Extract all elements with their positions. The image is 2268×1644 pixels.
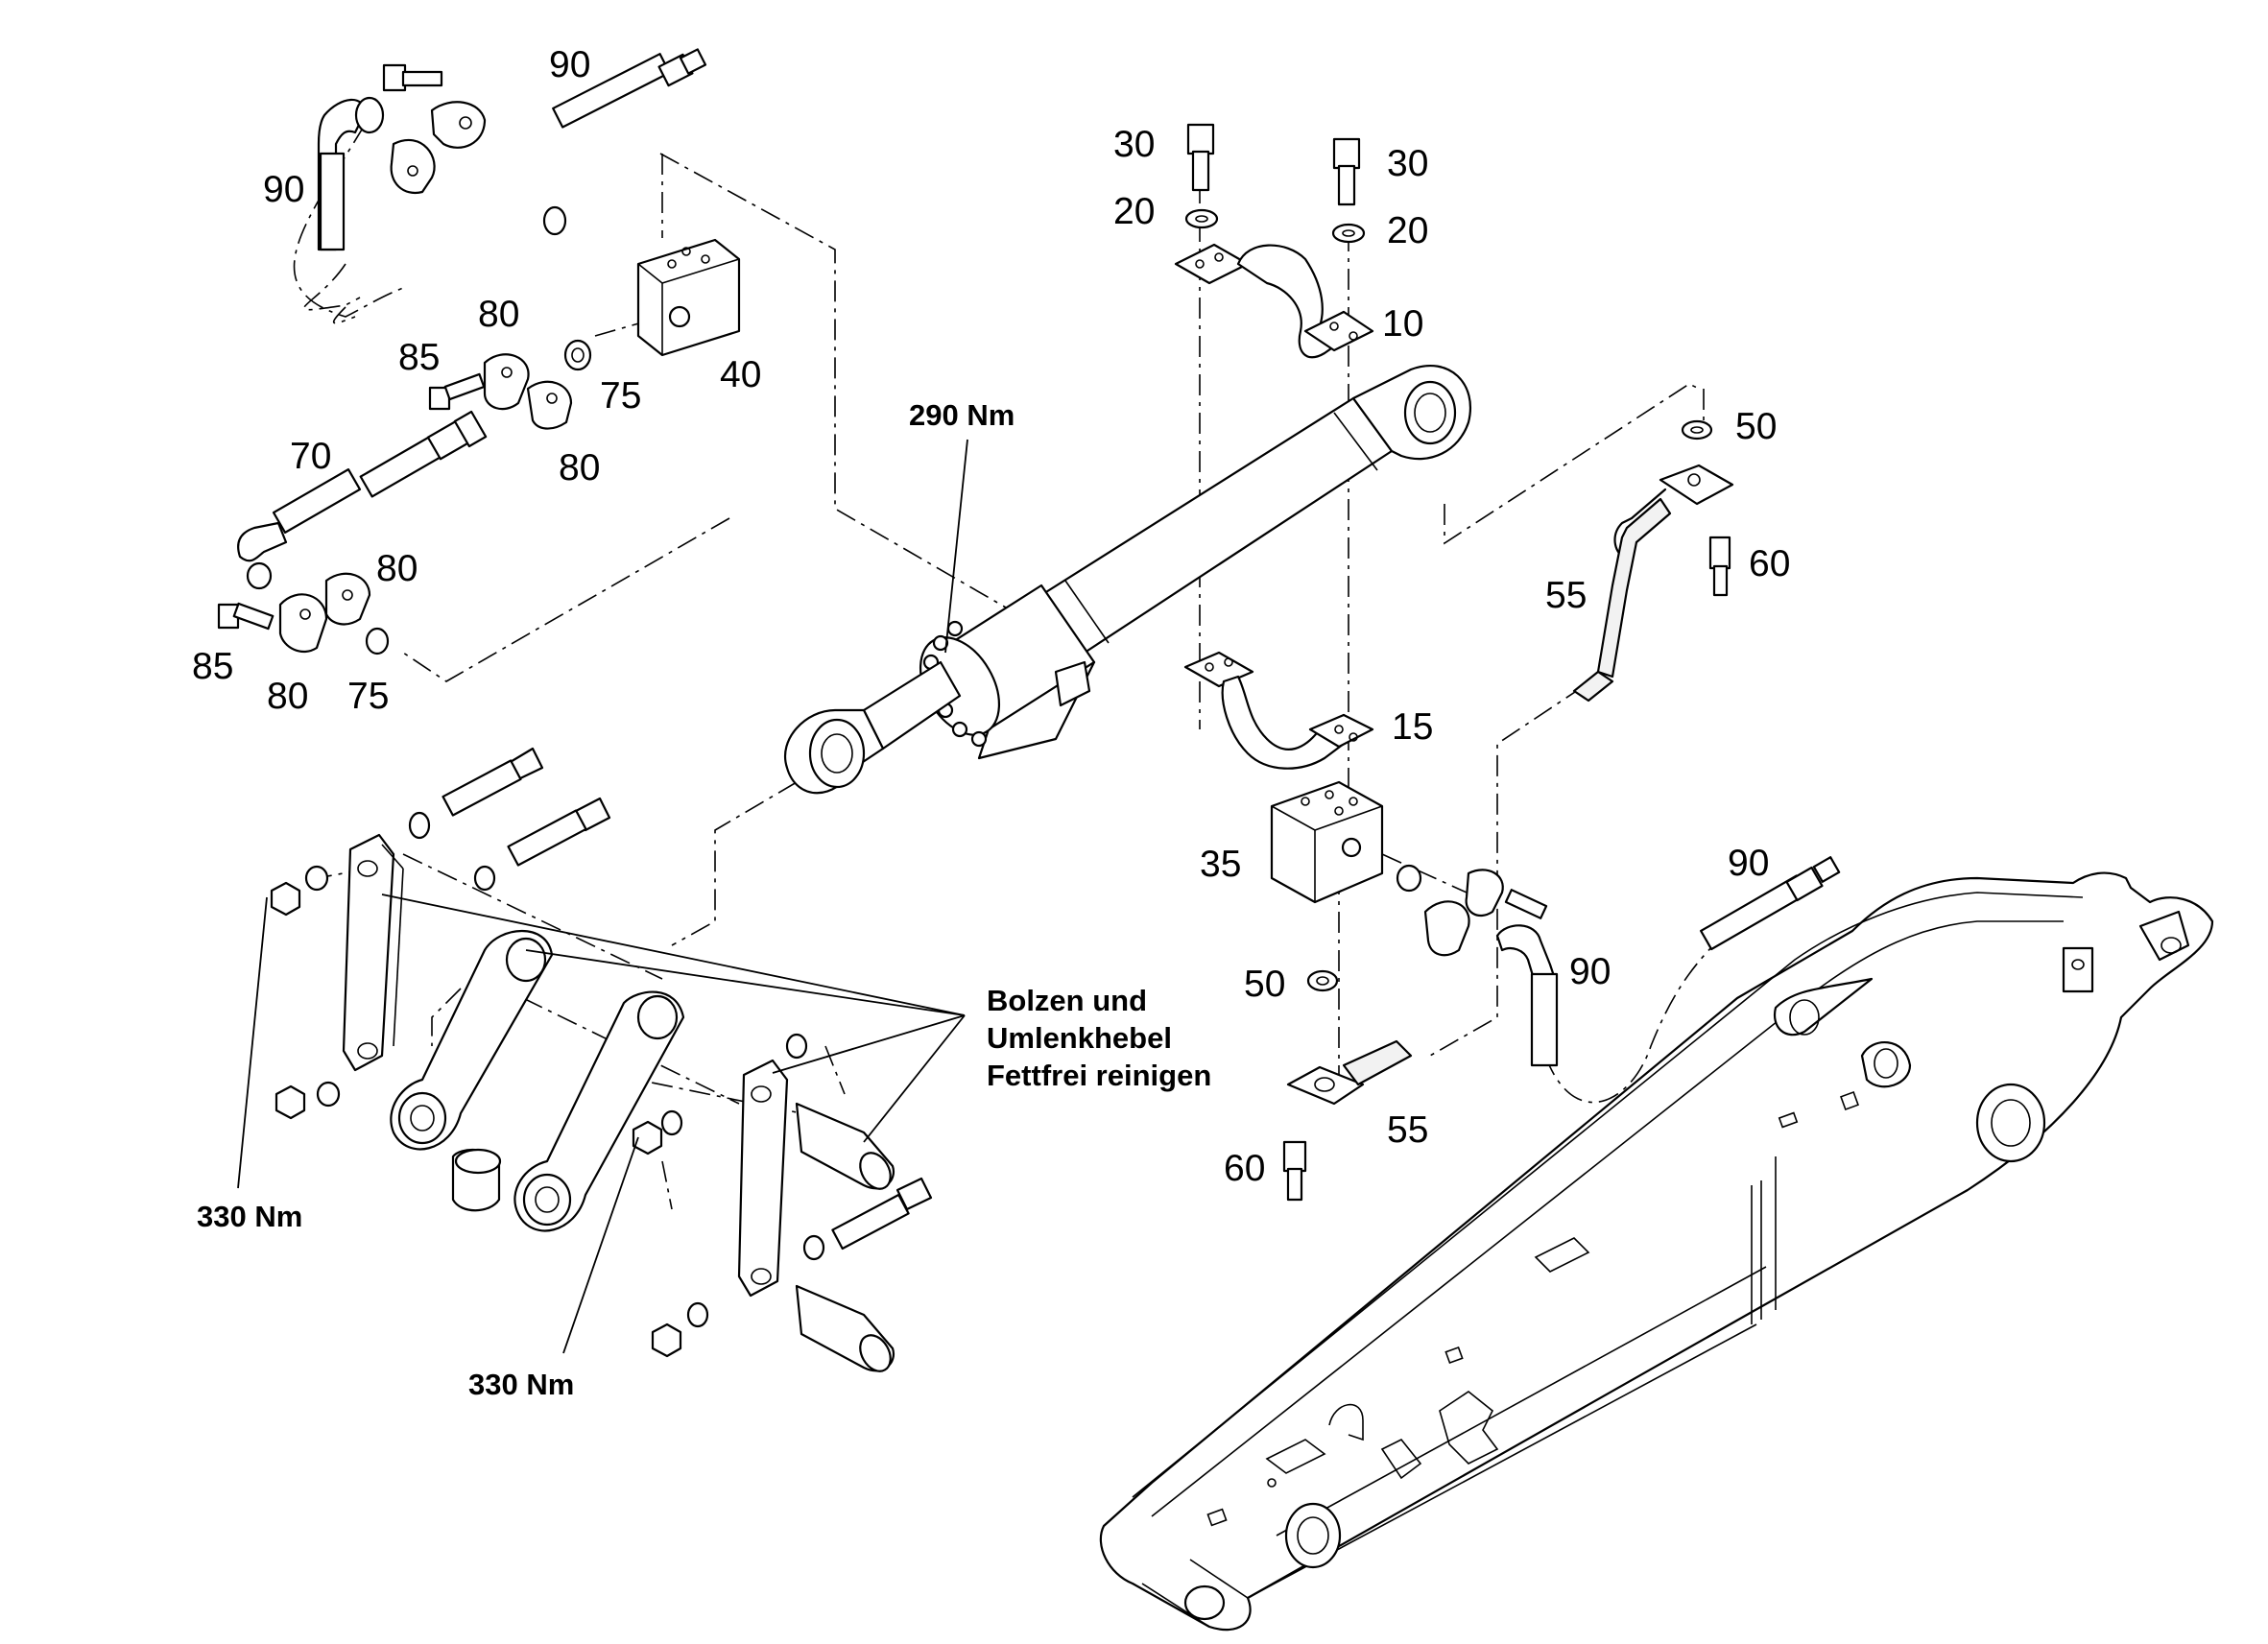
washers-upper-left (304, 811, 496, 1108)
torque-leaders (237, 439, 968, 1354)
split-flange-right (1423, 869, 1548, 957)
label-10: 10 (1382, 303, 1423, 345)
label-85-b: 85 (192, 646, 233, 687)
washer-20-right (1331, 223, 1366, 244)
part-number-labels: 90 90 30 30 20 20 10 80 85 75 40 80 70 8… (192, 44, 1790, 1189)
label-60-top: 60 (1749, 543, 1790, 584)
hose-90-right-elbow (1495, 924, 1559, 1067)
label-80-d: 80 (267, 676, 308, 717)
rocker-lever-2 (513, 990, 685, 1232)
washer-20-left (1184, 208, 1219, 229)
bolt-60-top (1708, 536, 1731, 597)
hose-90-left-elbow (317, 96, 385, 251)
split-flange-80-bottom (278, 572, 371, 654)
torque-labels: 290 Nm 330 Nm 330 Nm (197, 398, 1015, 1401)
label-55-top: 55 (1545, 575, 1587, 616)
split-flange-80-mid (483, 353, 573, 430)
pipe-55-top (1572, 464, 1734, 703)
pin-upper (795, 1102, 895, 1190)
label-40: 40 (720, 354, 761, 395)
label-90-left: 90 (263, 169, 304, 210)
washer-50-bottom (1306, 969, 1339, 992)
washer-50-top (1681, 419, 1713, 441)
label-90-top: 90 (549, 44, 590, 85)
bushing (451, 1148, 502, 1212)
label-50-top: 50 (1735, 406, 1777, 447)
note-line-3: Fettfrei reinigen (987, 1059, 1211, 1092)
rocker-lever-1 (390, 930, 554, 1151)
label-75-a: 75 (600, 375, 641, 417)
oring-75-bottom (365, 627, 390, 655)
bolt-85-bottom (217, 602, 275, 631)
label-85-a: 85 (398, 337, 440, 378)
note-line-2: Umlenkhebel (987, 1021, 1172, 1055)
label-90-right-b: 90 (1569, 951, 1611, 992)
hose-90-right-straight (1700, 856, 1841, 951)
label-55-bottom: 55 (1387, 1109, 1428, 1151)
label-70: 70 (290, 436, 331, 477)
bolt-85-top (382, 63, 443, 92)
oring-75-top (542, 205, 567, 236)
hose-90-top (552, 48, 707, 129)
oring-right-block (1396, 864, 1422, 893)
bolt-30-right (1332, 137, 1361, 206)
link-plate-left (342, 833, 404, 1072)
bolt-60-bottom (1282, 1140, 1307, 1202)
label-30-left: 30 (1113, 124, 1155, 165)
nut-lower (632, 1120, 682, 1358)
label-80-a: 80 (478, 294, 519, 335)
bolt-long-top-1 (442, 747, 544, 817)
label-50-bottom: 50 (1244, 964, 1285, 1005)
clamp-10 (1174, 243, 1374, 359)
pipe-55-bottom (1286, 1039, 1413, 1106)
label-20-left: 20 (1113, 191, 1155, 232)
bolt-long-lower (831, 1177, 933, 1251)
cleaning-note: Bolzen und Umlenkhebel Fettfrei reinigen (987, 984, 1211, 1092)
valve-block-35 (1270, 780, 1384, 904)
label-20-right: 20 (1387, 210, 1428, 251)
label-80-b: 80 (559, 447, 600, 488)
bolt-30-left (1186, 123, 1215, 192)
label-15: 15 (1392, 706, 1433, 748)
note-line-1: Bolzen und (987, 984, 1147, 1017)
label-75-b: 75 (347, 676, 389, 717)
torque-290: 290 Nm (909, 398, 1015, 432)
link-plate-right (737, 1059, 789, 1298)
label-35: 35 (1200, 844, 1241, 885)
bolt-long-top-2 (507, 797, 611, 867)
clamp-15 (1183, 651, 1374, 770)
excavator-boom (1099, 871, 2214, 1632)
nut-upper-left (270, 881, 306, 1120)
valve-block-40 (636, 238, 741, 357)
label-30-right: 30 (1387, 143, 1428, 184)
torque-330-left: 330 Nm (197, 1200, 302, 1233)
pin-lower (795, 1284, 895, 1372)
label-60-bottom: 60 (1224, 1148, 1265, 1189)
split-flange-80-top (390, 101, 487, 195)
bolt-85-mid (428, 372, 486, 411)
label-90-right-a: 90 (1728, 843, 1769, 884)
torque-330-mid: 330 Nm (468, 1368, 574, 1401)
hydraulic-cylinder (784, 364, 1471, 795)
label-80-c: 80 (376, 548, 418, 589)
washers-lower (660, 1033, 825, 1328)
oring-75-mid (563, 339, 592, 371)
hose-70 (237, 410, 488, 590)
